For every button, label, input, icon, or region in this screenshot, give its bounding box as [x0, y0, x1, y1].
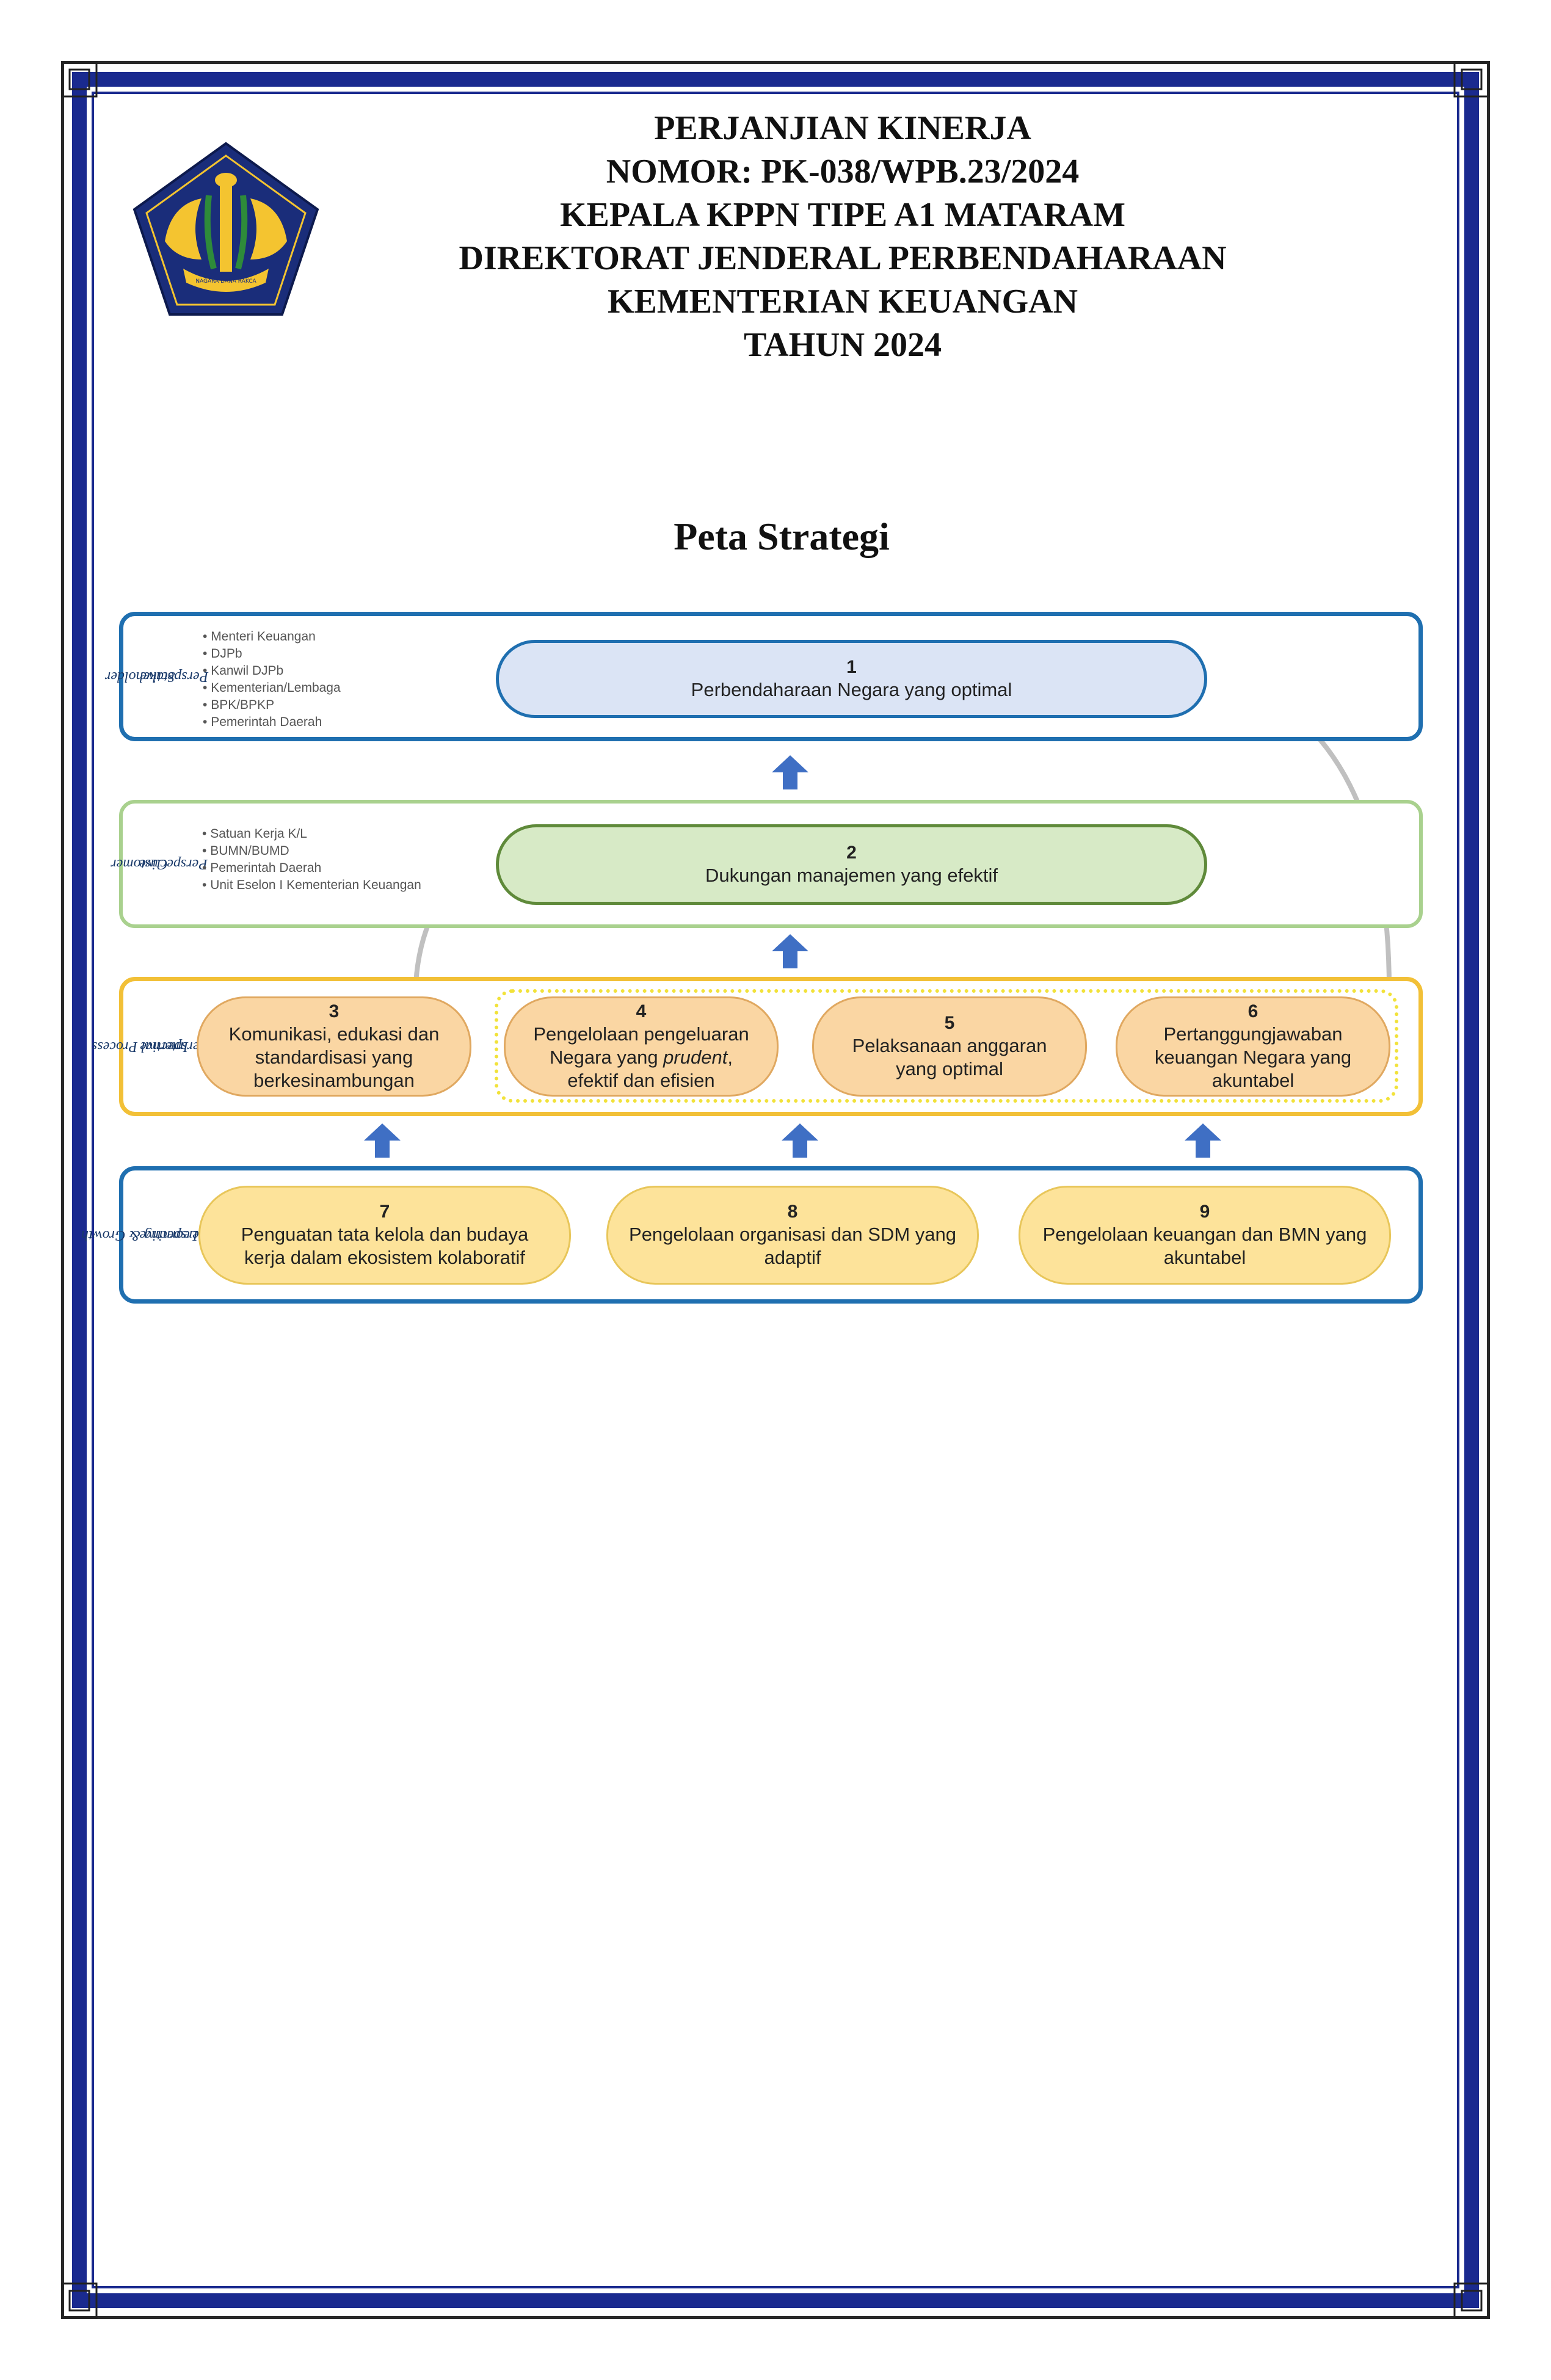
stakeholder-item: DJPb: [203, 645, 341, 662]
internal-process-group-outline: [495, 989, 1398, 1103]
corner-ornament-top-right: [1453, 61, 1490, 98]
page-border-blue: [72, 72, 1479, 2308]
page-border-inner: [92, 92, 1459, 2288]
stakeholder-item: Pemerintah Daerah: [203, 714, 341, 731]
customer-item: Satuan Kerja K/L: [202, 825, 421, 843]
objective-4: 4 Pengelolaan pengeluaran Negara yang pr…: [504, 996, 779, 1097]
header-title: PERJANJIAN KINERJA: [654, 109, 1031, 147]
up-arrow-icon: [1185, 1123, 1221, 1158]
up-arrow-icon: [364, 1123, 401, 1158]
customer-list: Satuan Kerja K/L BUMN/BUMD Pemerintah Da…: [202, 825, 421, 894]
objective-3: 3 Komunikasi, edukasi dan standardisasi …: [197, 996, 471, 1097]
strategy-map-title: Peta Strategi: [674, 515, 890, 558]
corner-ornament-bottom-right: [1453, 2282, 1490, 2319]
objective-5: 5 Pelaksanaan anggaran yang optimal: [812, 996, 1087, 1097]
header-number: NOMOR: PK-038/WPB.23/2024: [606, 153, 1080, 190]
customer-item: BUMN/BUMD: [202, 843, 421, 860]
stakeholder-item: Menteri Keuangan: [203, 628, 341, 645]
objective-1: 1 Perbendaharaan Negara yang optimal: [496, 640, 1207, 718]
up-arrow-icon: [772, 934, 808, 968]
objective-6: 6 Pertanggungjawaban keuangan Negara yan…: [1116, 996, 1390, 1097]
page-border-outer: [61, 61, 1490, 2319]
customer-item: Unit Eselon I Kementerian Keuangan: [202, 877, 421, 894]
objective-7: 7 Penguatan tata kelola dan budaya kerja…: [198, 1186, 571, 1285]
header-year: TAHUN 2024: [743, 326, 942, 364]
header-directorate: DIREKTORAT JENDERAL PERBENDAHARAAN: [459, 239, 1227, 277]
objective-2: 2 Dukungan manajemen yang efektif: [496, 824, 1207, 905]
stakeholder-list: Menteri Keuangan DJPb Kanwil DJPb Kement…: [203, 628, 341, 731]
header-ministry: KEMENTERIAN KEUANGAN: [607, 283, 1078, 321]
document-header: PERJANJIAN KINERJA NOMOR: PK-038/WPB.23/…: [366, 107, 1319, 367]
header-office: KEPALA KPPN TIPE A1 MATARAM: [559, 196, 1126, 234]
corner-ornament-bottom-left: [61, 2282, 98, 2319]
objective-8: 8 Pengelolaan organisasi dan SDM yang ad…: [606, 1186, 979, 1285]
up-arrow-icon: [772, 755, 808, 789]
stakeholder-item: BPK/BPKP: [203, 697, 341, 714]
logo-ribbon-text: NAGARA DANA RAKCA: [195, 278, 256, 285]
up-arrow-icon: [782, 1123, 818, 1158]
customer-item: Pemerintah Daerah: [202, 860, 421, 877]
stakeholder-item: Kanwil DJPb: [203, 662, 341, 680]
stakeholder-item: Kementerian/Lembaga: [203, 680, 340, 697]
corner-ornament-top-left: [61, 61, 98, 98]
kemenkeu-logo: NAGARA DANA RAKCA: [133, 142, 319, 316]
objective-9: 9 Pengelolaan keuangan dan BMN yang akun…: [1019, 1186, 1391, 1285]
